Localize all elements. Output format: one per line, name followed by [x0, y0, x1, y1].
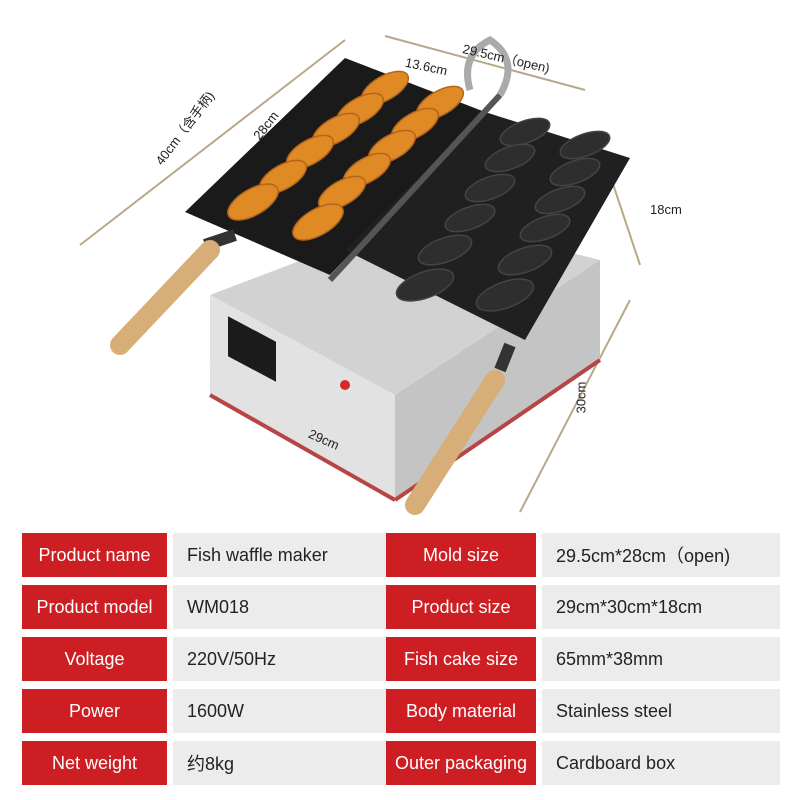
spec-value: Cardboard box: [542, 741, 780, 785]
spec-label: Product name: [22, 533, 167, 577]
spec-value: Stainless steel: [542, 689, 780, 733]
left-handle: [110, 229, 237, 355]
spec-row: Voltage 220V/50Hz Fish cake size 65mm*38…: [22, 637, 780, 681]
dim-height: 18cm: [650, 202, 682, 217]
spec-row: Net weight 约8kg Outer packaging Cardboar…: [22, 741, 780, 785]
spec-value: 65mm*38mm: [542, 637, 780, 681]
temperature-display: [228, 316, 276, 382]
spec-row: Product name Fish waffle maker Mold size…: [22, 533, 780, 577]
waffle-maker-illustration: [79, 35, 641, 515]
gas-hose: [464, 35, 512, 97]
left-mold-plate: [185, 58, 485, 275]
spec-label: Outer packaging: [386, 741, 536, 785]
spec-value: WM018: [173, 585, 391, 629]
fish-cakes: [227, 70, 465, 241]
spec-value: 220V/50Hz: [173, 637, 391, 681]
spec-label: Product size: [386, 585, 536, 629]
spec-row: Product model WM018 Product size 29cm*30…: [22, 585, 780, 629]
spec-label: Body material: [386, 689, 536, 733]
spec-value: 29.5cm*28cm（open): [542, 533, 780, 577]
spec-value: 约8kg: [173, 741, 391, 785]
spec-label: Product model: [22, 585, 167, 629]
spec-row: Power 1600W Body material Stainless stee…: [22, 689, 780, 733]
right-handle: [405, 342, 516, 515]
spec-label: Net weight: [22, 741, 167, 785]
spec-value: Fish waffle maker: [173, 533, 391, 577]
spec-label: Mold size: [386, 533, 536, 577]
spec-value: 1600W: [173, 689, 391, 733]
spec-value: 29cm*30cm*18cm: [542, 585, 780, 629]
power-indicator: [340, 380, 350, 390]
dim-depth: 30cm: [573, 381, 589, 414]
fish-molds: [395, 117, 611, 312]
spec-label: Power: [22, 689, 167, 733]
spec-label: Voltage: [22, 637, 167, 681]
hinge-rod: [327, 92, 503, 283]
spec-label: Fish cake size: [386, 637, 536, 681]
